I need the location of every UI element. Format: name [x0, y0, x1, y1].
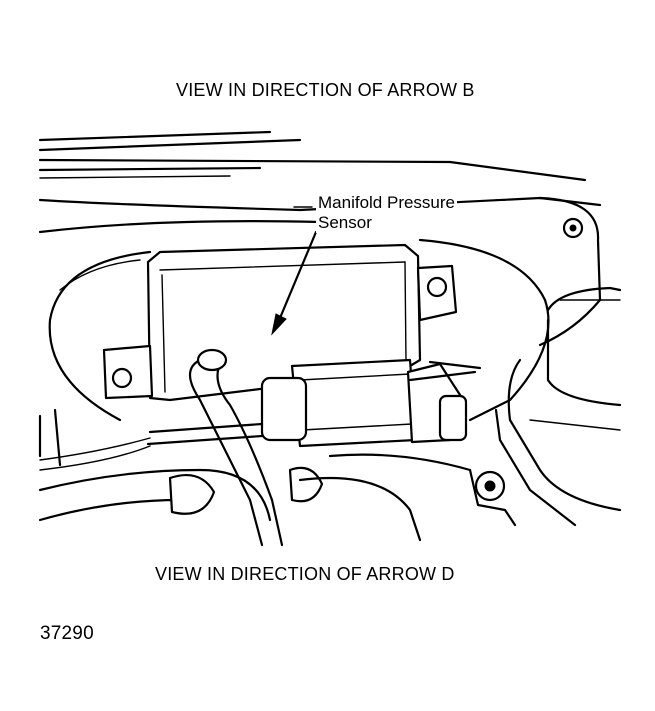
right-assembly: [468, 286, 622, 527]
mounting-tray: [48, 238, 550, 422]
callout-arrow: [271, 199, 507, 336]
callout-label-line1: Manifold Pressure: [316, 193, 458, 213]
callout-label-line2: Sensor: [316, 213, 374, 233]
wiring-harness: [39, 422, 264, 471]
right-bracket-plate: [538, 196, 602, 347]
caption-bottom: VIEW IN DIRECTION OF ARROW D: [155, 564, 455, 584]
figure-number: 37290: [40, 623, 94, 644]
electrical-connector: [260, 358, 482, 448]
fender-panel-lines: [38, 130, 602, 234]
caption-top: VIEW IN DIRECTION OF ARROW B: [176, 80, 475, 100]
lower-hoses: [38, 408, 472, 542]
